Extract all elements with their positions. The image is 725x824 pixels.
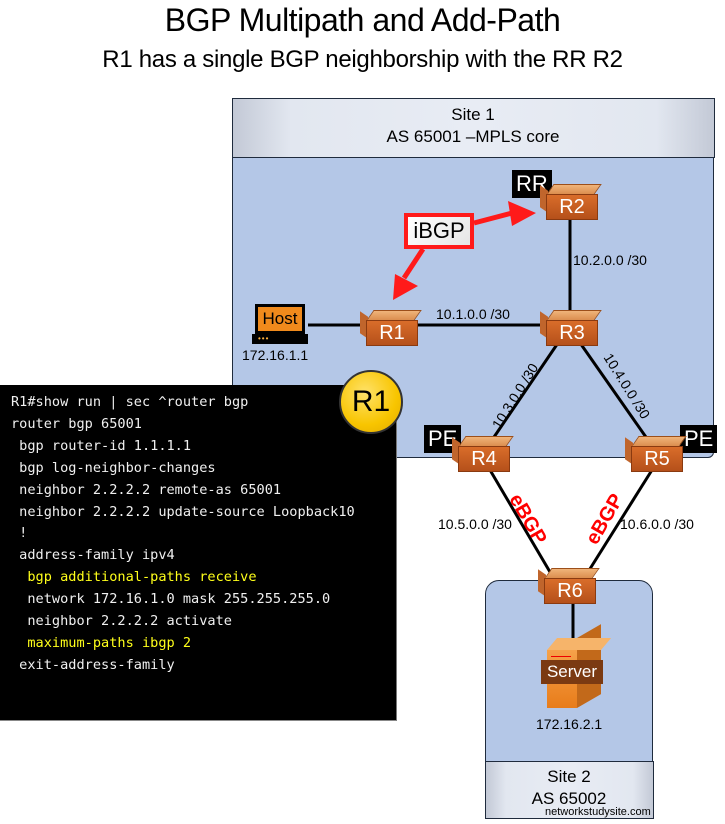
r1-badge: R1 [339, 370, 403, 434]
site2-name: Site 2 [547, 766, 591, 786]
terminal-line: bgp log-neighbor-changes [11, 459, 216, 476]
terminal-line: bgp router-id 1.1.1.1 [11, 437, 192, 454]
link-label-r5-r6: 10.6.0.0 /30 [620, 516, 694, 532]
link-label-r1-r3: 10.1.0.0 /30 [436, 306, 510, 322]
site1-as: AS 65001 –MPLS core [386, 126, 560, 146]
diagram-subtitle: R1 has a single BGP neighborship with th… [102, 46, 623, 73]
server-device[interactable]: Server [541, 624, 612, 710]
link-label-r2-r3: 10.2.0.0 /30 [573, 252, 647, 268]
terminal-line: maximum-paths ibgp 2 [11, 634, 192, 651]
terminal-line: neighbor 2.2.2.2 update-source Loopback1… [11, 503, 355, 520]
terminal-line: exit-address-family [11, 656, 175, 673]
link-r3-r5 [576, 339, 650, 441]
terminal-line: bgp additional-paths receive [11, 569, 257, 586]
laptop-base [252, 334, 308, 344]
router-r5[interactable]: R5 [625, 436, 687, 472]
router-r3[interactable]: R3 [540, 310, 602, 346]
server-ip: 172.16.2.1 [536, 716, 603, 732]
router-label: R1 [366, 320, 418, 346]
link-r5-r6 [586, 469, 654, 573]
host-ip: 172.16.1.1 [242, 347, 309, 363]
ibgp-arrow-to-r2 [473, 209, 517, 226]
router-r4[interactable]: R4 [452, 436, 514, 472]
router-r1[interactable]: R1 [360, 310, 422, 346]
router-r6[interactable]: R6 [538, 568, 600, 604]
terminal-line: neighbor 2.2.2.2 activate [11, 613, 232, 630]
server-top [547, 638, 612, 650]
router-label: R5 [631, 446, 683, 472]
ibgp-arrowhead-r1 [393, 274, 418, 300]
router-label: R3 [546, 320, 598, 346]
terminal-line: ! [11, 525, 28, 542]
link-label-r4-r6: 10.5.0.0 /30 [438, 516, 512, 532]
terminal-line: router bgp 65001 [11, 415, 142, 432]
watermark: networkstudysite.com [545, 806, 651, 818]
site1-name: Site 1 [451, 104, 495, 124]
terminal-line: network 172.16.1.0 mask 255.255.255.0 [11, 591, 331, 608]
server-stripe [551, 656, 571, 657]
r1-config-terminal: R1#show run | sec ^router bgp router bgp … [0, 385, 397, 721]
site1-header: Site 1 AS 65001 –MPLS core [231, 97, 715, 158]
site2-header: Site 2 AS 65002 [484, 760, 654, 819]
site1-area: Site 1 AS 65001 –MPLS core [231, 97, 715, 458]
router-label: R4 [458, 446, 510, 472]
link-r3-r4 [490, 339, 562, 441]
ibgp-arrow-to-r1 [401, 247, 426, 280]
laptop-icon: Host [255, 304, 305, 334]
pe-tag-r5: PE [680, 425, 718, 453]
terminal-line: R1#show run | sec ^router bgp [11, 394, 249, 410]
ibgp-arrowhead-r2 [508, 201, 536, 226]
link-r4-r6 [488, 469, 552, 573]
laptop-dots: ••• [258, 334, 270, 343]
router-r2[interactable]: R2 [540, 184, 602, 220]
host-device[interactable]: Host ••• [252, 304, 308, 346]
router-label: R6 [544, 578, 596, 604]
router-label: R2 [546, 194, 598, 220]
ibgp-label: iBGP [404, 213, 474, 249]
terminal-line: neighbor 2.2.2.2 remote-as 65001 [11, 481, 282, 498]
site2-as: AS 65002 [531, 788, 607, 808]
server-label: Server [541, 660, 603, 684]
terminal-line: address-family ipv4 [11, 547, 175, 564]
diagram-title: BGP Multipath and Add-Path [164, 2, 561, 38]
